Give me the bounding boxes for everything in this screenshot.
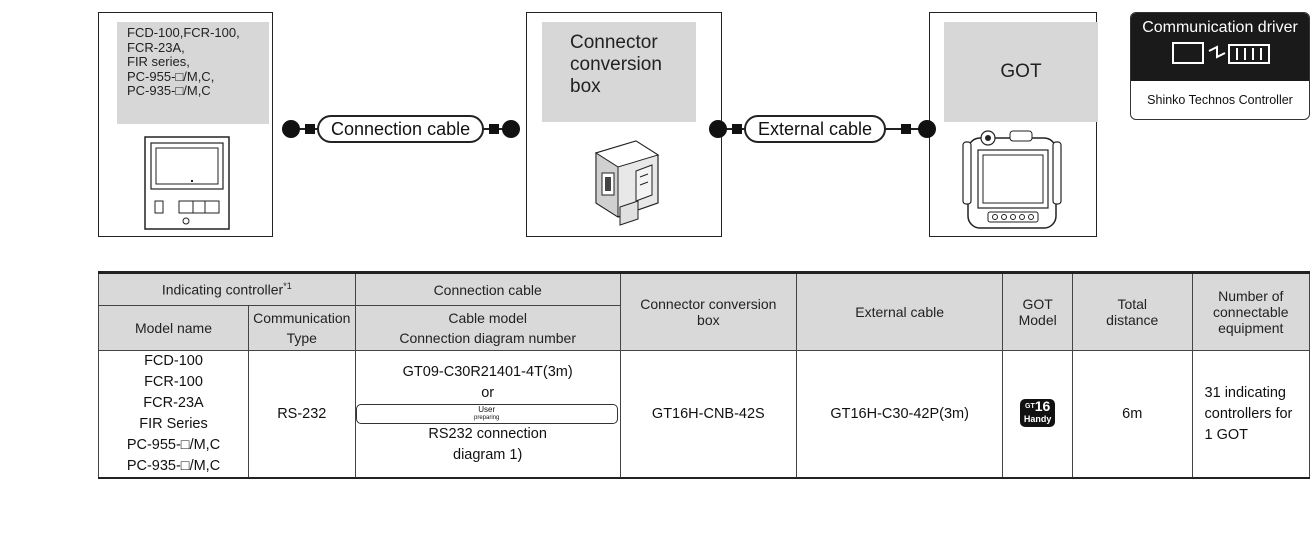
header-line: Communication	[253, 310, 351, 326]
cable-connector-square	[901, 124, 911, 134]
header-line: Cable model	[448, 310, 527, 326]
controller-model-line: PC-955-□/M,C,	[127, 68, 215, 84]
header-line: connectable	[1213, 304, 1289, 320]
external-cable-label: External cable	[744, 115, 887, 143]
cable-end-dot	[502, 120, 520, 138]
badge-number: 16	[1034, 398, 1051, 414]
controller-model-line: FIR series,	[127, 54, 190, 69]
got-handy-device-icon	[962, 130, 1062, 229]
connectable-line: 31 indicating	[1204, 384, 1286, 401]
footnote-marker: *1	[283, 281, 292, 292]
controller-model-line: FCR-23A,	[127, 39, 185, 55]
connectable-line: 1 GOT	[1204, 426, 1249, 443]
cable-end-dot	[918, 120, 936, 138]
header-line: Model	[1018, 312, 1057, 328]
header-external-cable: External cable	[795, 271, 1004, 351]
header-line: distance	[1106, 312, 1159, 328]
model-name: FCD-100	[144, 353, 203, 369]
cable-connector-square	[732, 124, 742, 134]
conversion-label-line: box	[570, 76, 601, 97]
header-line: Number of	[1218, 288, 1284, 304]
cable-model: GT09-C30R21401-4T(3m)	[402, 364, 573, 380]
model-name: PC-935-□/M,C	[126, 458, 221, 474]
header-cable-model: Cable model Connection diagram number	[354, 305, 621, 351]
conversion-box-label: Connector conversion box	[542, 22, 696, 122]
cable-diagram-text: RS232 connection	[428, 426, 547, 442]
driver-title: Communication driver	[1142, 19, 1298, 36]
header-line: Connector conversion	[640, 296, 777, 312]
header-line: equipment	[1218, 320, 1284, 336]
connection-spec-table: Indicating controller*1 Connection cable…	[98, 271, 1311, 479]
header-communication-type: Communication Type	[248, 305, 356, 351]
controller-device-icon	[144, 136, 230, 230]
cell-total-distance: 6m	[1071, 350, 1193, 479]
model-name: FCR-100	[144, 374, 203, 390]
cable-diagram-text: diagram 1)	[453, 447, 523, 463]
cell-connectable-equipment: 31 indicating controllers for 1 GOT	[1191, 350, 1311, 479]
gt16-handy-icon: GT16 Handy	[1019, 398, 1056, 427]
driver-subtitle: Shinko Technos Controller	[1147, 93, 1293, 107]
controller-model-line: FCD-100,FCR-100,	[127, 25, 240, 40]
cable-connector-square	[489, 124, 499, 134]
cable-end-dot	[282, 120, 300, 138]
user-badge-line: preparing	[473, 415, 500, 421]
table-row: FCD-100 FCR-100 FCR-23A FIR Series PC-95…	[98, 350, 1311, 479]
communication-driver-icon	[1172, 42, 1270, 64]
cable-or: or	[481, 385, 495, 401]
conversion-box-icon	[594, 140, 660, 226]
header-line: box	[697, 312, 720, 328]
header-indicating-controller-text: Indicating controller	[161, 281, 284, 298]
badge-word: Handy	[1023, 414, 1052, 424]
header-line: Total	[1117, 296, 1148, 312]
cable-connector-square	[305, 124, 315, 134]
model-name: FCR-23A	[143, 395, 204, 411]
cell-external-cable: GT16H-C30-42P(3m)	[795, 350, 1004, 479]
user-badge-line: User	[478, 405, 496, 414]
header-line: Connection diagram number	[399, 330, 576, 346]
header-got-model: GOT Model	[1002, 271, 1073, 351]
header-line: GOT	[1022, 296, 1053, 312]
cell-conversion-box: GT16H-CNB-42S	[619, 350, 797, 479]
header-conversion-box: Connector conversion box	[619, 271, 797, 351]
controller-model-line: PC-935-□/M,C	[127, 83, 211, 98]
model-name: FIR Series	[139, 416, 208, 432]
conversion-label-line: conversion	[570, 54, 662, 75]
badge-prefix: GT	[1025, 403, 1035, 410]
got-label: GOT	[944, 22, 1098, 122]
header-connection-cable: Connection cable	[354, 271, 621, 306]
header-total-distance: Total distance	[1071, 271, 1193, 351]
cell-model-names: FCD-100 FCR-100 FCR-23A FIR Series PC-95…	[98, 350, 249, 479]
cell-got-model: GT16 Handy	[1002, 350, 1073, 479]
header-model-name: Model name	[98, 305, 249, 351]
conversion-label-line: Connector	[570, 32, 658, 53]
controller-models-label: FCD-100,FCR-100, FCR-23A, FIR series, PC…	[117, 22, 269, 124]
connection-cable-label: Connection cable	[317, 115, 485, 143]
header-connectable-equipment: Number of connectable equipment	[1191, 271, 1311, 351]
header-indicating-controller: Indicating controller*1	[98, 271, 356, 306]
header-line: Type	[286, 330, 317, 346]
model-name: PC-955-□/M,C	[126, 437, 221, 453]
connectable-line: controllers for	[1204, 405, 1293, 422]
cable-end-dot	[709, 120, 727, 138]
communication-driver-badge: Communication driver Shinko Technos Cont…	[1130, 12, 1310, 120]
cell-communication-type: RS-232	[248, 350, 356, 479]
